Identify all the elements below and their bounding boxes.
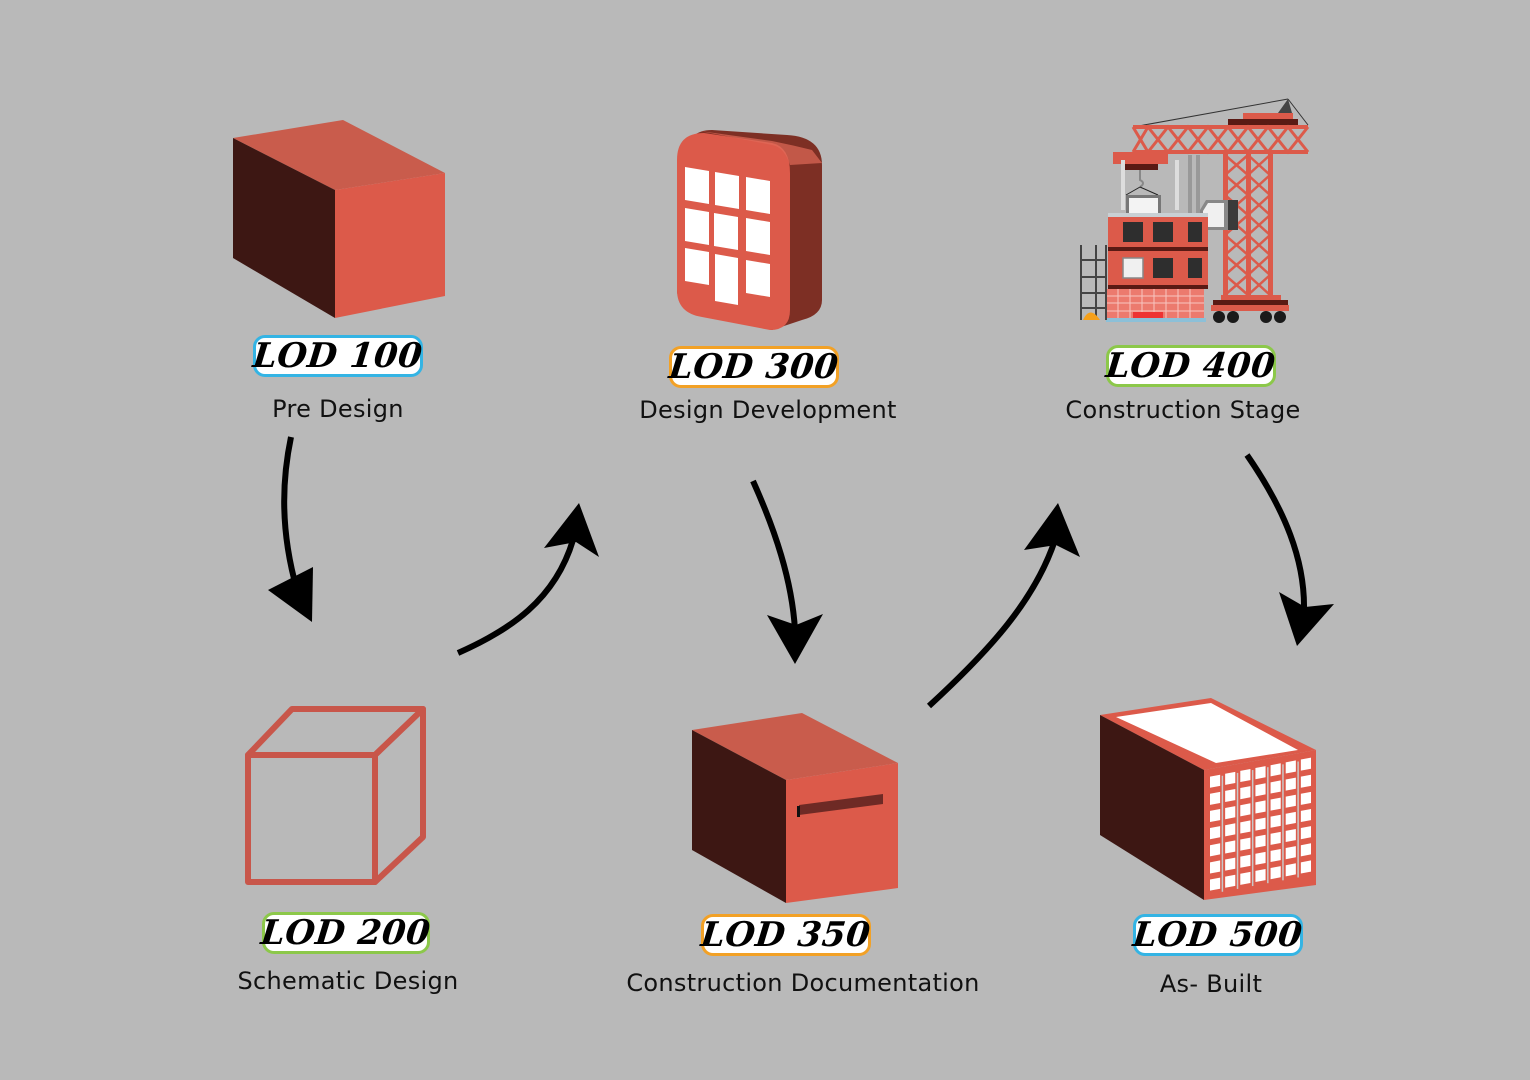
window — [1285, 811, 1296, 825]
arrow-lod100-to-lod200 — [268, 436, 313, 622]
mullions — [1221, 761, 1299, 892]
badge-lod-300: LOD 300 — [667, 346, 841, 388]
arrowhead — [1279, 592, 1334, 646]
window — [1225, 788, 1236, 803]
window — [1255, 834, 1266, 848]
block-with-slot-icon — [692, 713, 898, 903]
window — [1255, 851, 1266, 865]
window — [1255, 868, 1266, 883]
window — [1285, 828, 1296, 843]
caption-construction-documentation: Construction Documentation — [626, 969, 980, 997]
mullion — [1236, 772, 1239, 889]
arrow-lod300-to-lod350 — [750, 479, 823, 664]
mullion — [1221, 775, 1224, 892]
arrow-lod400-to-lod500 — [1244, 453, 1334, 646]
window — [1210, 860, 1221, 874]
arrowhead — [268, 567, 313, 622]
window — [1270, 831, 1281, 845]
arrow-lod350-to-lod400 — [926, 503, 1080, 709]
window — [1210, 808, 1221, 823]
window — [1300, 791, 1311, 805]
window — [1255, 766, 1266, 780]
mullion — [1267, 767, 1269, 884]
solid-block-icon — [233, 120, 445, 318]
building-with-windows-icon — [677, 130, 822, 330]
window — [1240, 871, 1251, 885]
badge-lod-100: LOD 100 — [251, 335, 425, 377]
mullion — [1282, 764, 1284, 881]
window — [1225, 874, 1236, 888]
window — [1300, 757, 1311, 771]
window — [1270, 866, 1281, 880]
window — [1225, 840, 1236, 854]
window — [1300, 808, 1311, 823]
window — [1300, 826, 1311, 840]
window — [1285, 794, 1296, 808]
window — [1225, 857, 1236, 871]
finished-building-icon — [1100, 698, 1316, 900]
window-grid — [685, 167, 770, 305]
caption-design-development: Design Development — [639, 396, 897, 424]
window — [1225, 771, 1236, 785]
window — [1210, 843, 1221, 857]
arrowhead — [544, 503, 599, 557]
arrowhead — [767, 614, 823, 664]
window — [1225, 806, 1236, 820]
arrow-lod200-to-lod300 — [456, 503, 599, 656]
slot — [799, 794, 883, 815]
window — [1270, 763, 1281, 777]
window — [1240, 768, 1251, 783]
mullion — [1251, 770, 1254, 887]
window — [1285, 760, 1296, 774]
window — [1300, 774, 1311, 788]
window — [1255, 800, 1266, 814]
window — [1300, 843, 1311, 857]
window — [1210, 877, 1221, 891]
window — [1270, 848, 1281, 863]
window — [1285, 846, 1296, 860]
window — [1240, 837, 1251, 851]
window — [1210, 826, 1221, 840]
caption-schematic-design: Schematic Design — [237, 967, 459, 995]
window — [1240, 854, 1251, 868]
construction-crane-icon — [1080, 98, 1310, 323]
window — [1270, 780, 1281, 794]
window — [1285, 863, 1296, 877]
window — [1225, 823, 1236, 837]
window — [1240, 786, 1251, 800]
window — [1285, 777, 1296, 791]
window — [1210, 791, 1221, 805]
caption-construction-stage: Construction Stage — [1065, 396, 1301, 424]
window — [1210, 774, 1221, 788]
window — [1255, 783, 1266, 797]
window — [1300, 860, 1311, 874]
window — [1270, 814, 1281, 828]
caption-pre-design: Pre Design — [272, 395, 404, 423]
window — [1240, 803, 1251, 817]
caption-as-built: As- Built — [1159, 970, 1263, 998]
badge-lod-350: LOD 350 — [699, 914, 873, 956]
wireframe-cube-icon — [245, 706, 426, 885]
window — [1255, 817, 1266, 831]
arrowhead — [1024, 503, 1080, 557]
badge-lod-200: LOD 200 — [259, 912, 433, 954]
badge-lod-500: LOD 500 — [1131, 914, 1305, 956]
window-grid — [1210, 757, 1311, 891]
window — [1270, 797, 1281, 811]
mullion — [1297, 761, 1299, 878]
badge-lod-400: LOD 400 — [1104, 345, 1278, 387]
window — [1240, 820, 1251, 834]
